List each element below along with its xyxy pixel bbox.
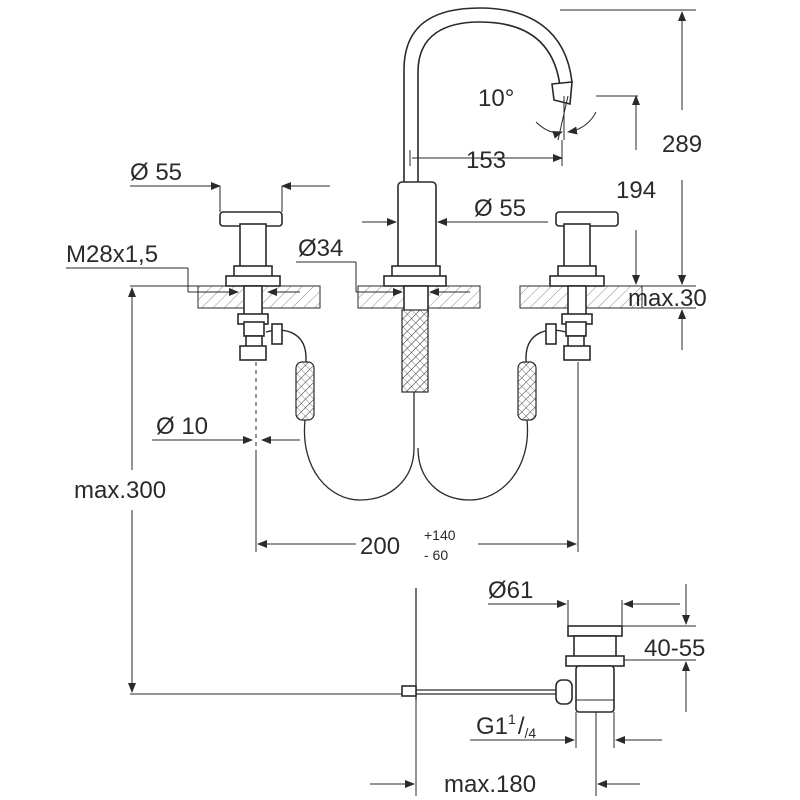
dimension-angle: 10° (478, 85, 638, 141)
label-thread: M28x1,5 (66, 241, 158, 268)
dimension-max300: max.300 (74, 285, 402, 695)
label-d10: Ø 10 (156, 413, 208, 440)
label-reach: 153 (466, 147, 506, 174)
label-spacing-minus: - 60 (424, 547, 448, 563)
connection-hoses (303, 419, 529, 501)
label-max180: max.180 (444, 771, 536, 798)
left-handle-valve (219, 211, 315, 452)
center-spout (383, 7, 573, 448)
label-d61: Ø61 (488, 577, 533, 604)
label-194: 194 (616, 177, 656, 204)
dimension-g-thread: G11//4 (470, 711, 662, 748)
label-spacing: 200 (360, 533, 400, 560)
dimension-194: 194 (616, 95, 656, 285)
dimension-d61: Ø61 (488, 577, 680, 626)
label-g-thread: G11//4 (476, 711, 536, 741)
dimension-thread: M28x1,5 (66, 241, 300, 296)
dimension-d55-center: Ø 55 (362, 195, 548, 226)
dimension-max180: max.180 (370, 700, 640, 798)
dimension-289: 289 (560, 9, 702, 285)
dimension-d55-left: Ø 55 (130, 159, 330, 212)
dimension-d34: Ø34 (296, 235, 470, 296)
dimension-max30: max.30 (628, 262, 707, 350)
label-d55-left: Ø 55 (130, 159, 182, 186)
dimension-40-55: 40-55 (622, 584, 705, 712)
dimension-reach: 153 (409, 140, 563, 174)
label-spacing-plus: +140 (424, 527, 456, 543)
label-40-55: 40-55 (644, 635, 705, 662)
label-289: 289 (662, 131, 702, 158)
label-max300: max.300 (74, 477, 166, 504)
right-handle-valve (517, 211, 619, 421)
label-d55-center: Ø 55 (474, 195, 526, 222)
dimension-d10: Ø 10 (152, 413, 300, 444)
label-max30: max.30 (628, 285, 707, 312)
dimension-spacing: 200 +140 - 60 (255, 362, 579, 563)
drain-assembly (401, 588, 625, 713)
label-angle: 10° (478, 85, 514, 112)
label-d34: Ø34 (298, 235, 343, 262)
